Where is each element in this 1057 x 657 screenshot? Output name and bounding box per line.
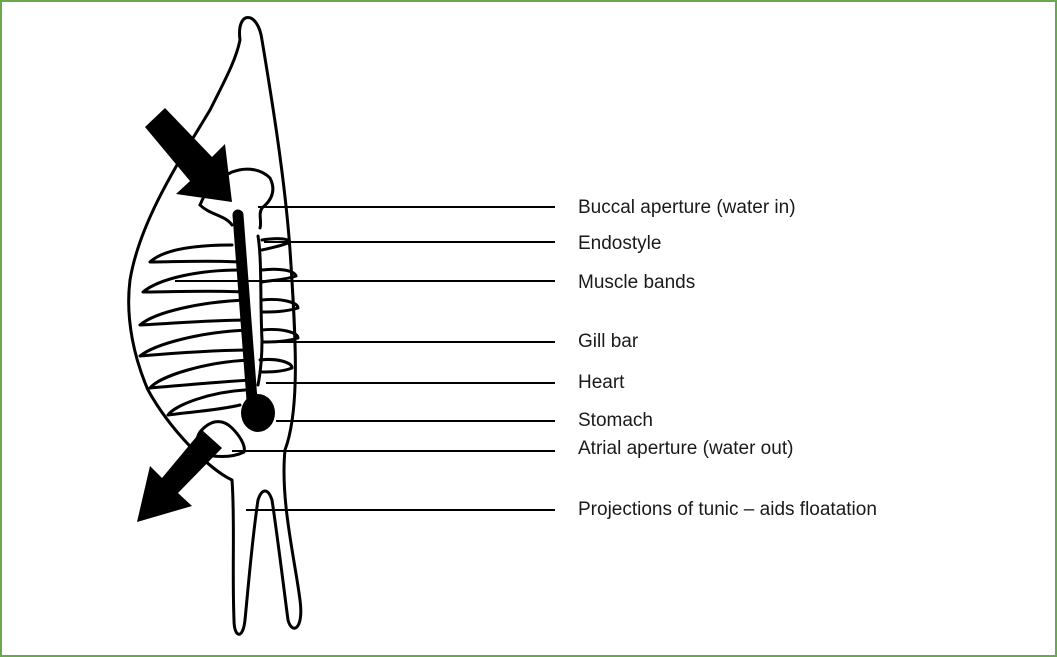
pharynx-wall xyxy=(200,205,232,225)
muscle-band xyxy=(150,360,252,388)
label-gill-bar: Gill bar xyxy=(578,331,638,353)
label-tunic-projections: Projections of tunic – aids floatation xyxy=(578,499,877,521)
muscle-band xyxy=(140,330,250,356)
water-out-arrow-icon xyxy=(137,430,222,522)
tunic-outline xyxy=(129,18,301,635)
gill-bar xyxy=(238,215,252,400)
label-muscle-bands: Muscle bands xyxy=(578,272,695,294)
muscle-band-right xyxy=(262,239,290,250)
muscle-band-right xyxy=(260,359,292,372)
label-endostyle: Endostyle xyxy=(578,233,661,255)
label-heart: Heart xyxy=(578,372,624,394)
muscle-band xyxy=(140,300,248,325)
water-in-arrow-icon xyxy=(145,108,232,202)
endostyle-line xyxy=(258,236,262,385)
stomach-icon xyxy=(241,394,275,432)
label-stomach: Stomach xyxy=(578,410,653,432)
muscle-band xyxy=(168,390,245,415)
muscle-band-right xyxy=(262,329,298,342)
muscle-band xyxy=(150,245,240,262)
label-buccal-aperture: Buccal aperture (water in) xyxy=(578,197,796,219)
label-atrial-aperture: Atrial aperture (water out) xyxy=(578,438,793,460)
